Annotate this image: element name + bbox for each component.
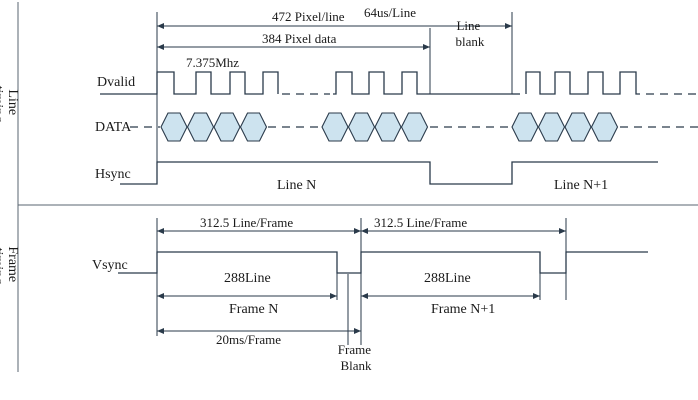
line-n-label: Line N: [277, 178, 316, 193]
line-n1-label: Line N+1: [554, 178, 608, 193]
data-group3-hex-2: [537, 112, 566, 142]
data-group3-hex-3: [564, 112, 592, 142]
data-group2-hex-2: [347, 112, 376, 142]
data-group2-hex-4: [400, 112, 429, 142]
hsync-label: Hsync: [95, 167, 131, 182]
line-timing-label: Line timing: [0, 86, 20, 123]
data-group3-hex-1: [511, 112, 539, 142]
dvalid-waveform-seg3: [525, 71, 640, 95]
dvalid-waveform-seg1: [100, 71, 279, 95]
active-lines-label-1: 288Line: [224, 271, 271, 286]
line-timing-label-1: Line: [5, 89, 20, 115]
data-group2-hex-3: [374, 112, 402, 142]
pixels-per-line-label: 472 Pixel/line: [272, 9, 345, 24]
data-group3-hex-4: [590, 112, 619, 142]
line-blank-label-2: blank: [456, 34, 485, 49]
line-timing-label-2: timing: [0, 86, 5, 123]
pixel-clock-label: 7.375Mhz: [186, 55, 239, 70]
frame-timing-label-2: timing: [0, 248, 5, 285]
frame-blank-label: Frame Blank: [338, 342, 374, 373]
data-group2-hex-1: [321, 112, 349, 142]
frame-n1-label: Frame N+1: [431, 302, 495, 317]
data-hex-group-3: [511, 112, 619, 142]
vsync-label: Vsync: [92, 258, 128, 273]
data-label: DATA: [95, 120, 132, 135]
frame-blank-label-1: Frame: [338, 342, 371, 357]
active-lines-label-2: 288Line: [424, 271, 471, 286]
hsync-waveform: [120, 161, 658, 185]
pixel-data-label: 384 Pixel data: [262, 31, 337, 46]
frame-timing-label: Frame timing: [0, 246, 20, 285]
vsync-waveform: [118, 251, 648, 274]
line-blank-label-1: Line: [456, 18, 480, 33]
lines-per-frame-label-1: 312.5 Line/Frame: [200, 215, 293, 230]
line-blank-label: Line blank: [456, 18, 485, 49]
frame-blank-label-2: Blank: [340, 358, 372, 373]
data-group1-hex-2: [186, 112, 215, 142]
data-hex-group-1: [160, 112, 268, 142]
frame-n-label: Frame N: [229, 302, 278, 317]
frame-timing-label-1: Frame: [5, 246, 20, 282]
data-group1-hex-3: [213, 112, 241, 142]
data-group1-hex-4: [239, 112, 268, 142]
dvalid-label: Dvalid: [97, 75, 135, 90]
lines-per-frame-label-2: 312.5 Line/Frame: [374, 215, 467, 230]
dvalid-waveform-seg2: [333, 71, 512, 95]
frame-period-label: 20ms/Frame: [216, 332, 281, 347]
data-hex-group-2: [321, 112, 429, 142]
data-group1-hex-1: [160, 112, 188, 142]
line-period-label: 64us/Line: [364, 5, 416, 20]
